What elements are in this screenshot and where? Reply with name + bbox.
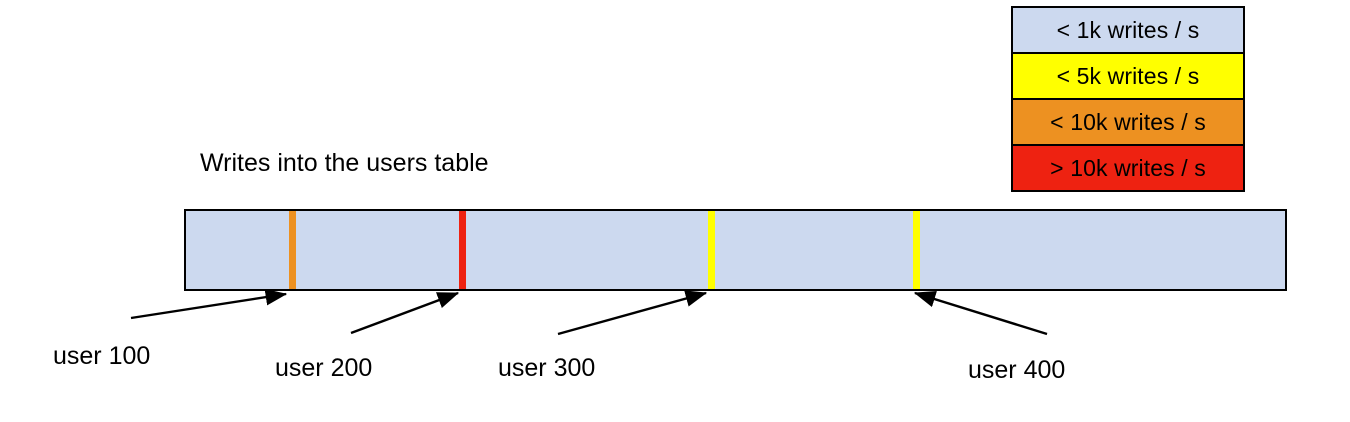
user-200-stripe — [459, 211, 466, 289]
legend-item-lt-1k: < 1k writes / s — [1013, 8, 1243, 54]
legend-item-label: < 1k writes / s — [1056, 16, 1200, 43]
user-200-arrow — [350, 291, 460, 335]
legend-item-label: > 10k writes / s — [1050, 154, 1206, 181]
users-table-bar — [184, 209, 1287, 291]
user-300-arrow — [557, 290, 708, 336]
legend-item-lt-10k: < 10k writes / s — [1013, 100, 1243, 146]
legend-item-lt-5k: < 5k writes / s — [1013, 54, 1243, 100]
user-100-label: user 100 — [53, 342, 151, 370]
chart-title: Writes into the users table — [200, 149, 489, 177]
user-400-stripe — [913, 211, 920, 289]
user-300-stripe — [708, 211, 715, 289]
legend-item-label: < 5k writes / s — [1056, 62, 1200, 89]
legend-item-label: < 10k writes / s — [1050, 108, 1206, 135]
user-100-arrow — [130, 288, 288, 320]
legend-item-gt-10k: > 10k writes / s — [1013, 146, 1243, 190]
user-400-arrow — [913, 291, 1048, 336]
user-200-label: user 200 — [275, 354, 373, 382]
user-100-stripe — [289, 211, 296, 289]
user-300-label: user 300 — [498, 354, 596, 382]
user-400-label: user 400 — [968, 356, 1066, 384]
legend: < 1k writes / s < 5k writes / s < 10k wr… — [1011, 6, 1245, 192]
